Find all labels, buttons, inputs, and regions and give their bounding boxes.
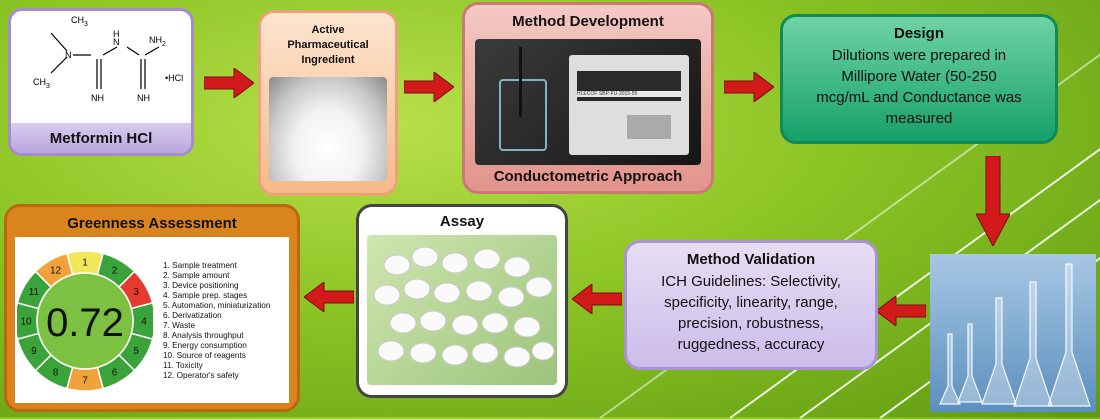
methyl-sub: 3 (84, 21, 88, 28)
score-center (36, 272, 134, 370)
criterion-item: 2. Sample amount (163, 271, 230, 280)
validation-line: specificity, linearity, range, (664, 294, 838, 311)
criterion-item: 12. Operator's safety (163, 371, 239, 380)
design-box: Design Dilutions were prepared in Millip… (780, 14, 1058, 144)
design-line: Millipore Water (50-250 (841, 68, 997, 85)
api-title-line: Ingredient (301, 54, 355, 66)
bridge-h-label: H (113, 29, 120, 39)
criterion-item: 8. Analysis throughput (163, 331, 244, 340)
nh2-label: NH (149, 35, 162, 45)
metformin-title: Metformin HCl (49, 130, 153, 147)
ring-n-label: N (65, 50, 72, 60)
svg-text:CH3: CH3 (33, 77, 50, 90)
assay-box: Assay (356, 204, 568, 398)
agree-segment-label: 1 (82, 258, 88, 269)
api-title-line: Pharmaceutical (287, 39, 369, 51)
metformin-box: CH3 N N H NH2 CH3 NH NH •HCl Metformin H… (8, 8, 194, 156)
criterion-item: 3. Device positioning (163, 281, 239, 290)
assay-title: Assay (439, 213, 485, 230)
design-line: Dilutions were prepared in (831, 47, 1007, 64)
method-development-title: Method Development (512, 13, 664, 30)
svg-text:NH2: NH2 (149, 35, 166, 48)
glassware-image (930, 254, 1096, 412)
arrow-left-icon (304, 282, 354, 312)
arrow-left-icon (572, 284, 622, 314)
criterion-item: 4. Sample prep. stages (163, 291, 248, 300)
svg-text:CH3: CH3 (71, 15, 88, 28)
arrow-right-icon (724, 72, 774, 102)
agree-segment-label: 9 (31, 346, 37, 357)
arrow-left-icon (876, 296, 926, 326)
imine1-label: NH (91, 93, 104, 103)
greenness-score: 0.72 (46, 301, 124, 345)
nh2-sub: 2 (162, 41, 166, 48)
arrow-right-icon (404, 72, 454, 102)
tablets-image (367, 235, 557, 385)
agree-segment-label: 12 (50, 265, 62, 276)
design-title: Design (893, 25, 944, 42)
criterion-item: 1. Sample treatment (163, 261, 237, 270)
method-validation-title: Method Validation (686, 251, 816, 268)
agree-segment-label: 3 (133, 287, 139, 298)
api-title-line: Active (311, 24, 345, 36)
criterion-item: 9. Energy consumption (163, 341, 247, 350)
agree-segment-label: 2 (112, 265, 118, 276)
imine2-label: NH (137, 93, 150, 103)
bridge-n-label: N (113, 37, 120, 47)
validation-line: ruggedness, accuracy (677, 336, 825, 353)
api-box: Active Pharmaceutical Ingredient (258, 10, 398, 196)
criteria-list: 1. Sample treatment 2. Sample amount 3. … (163, 261, 270, 381)
design-line: measured (885, 110, 953, 127)
agree-segment-label: 5 (133, 346, 139, 357)
criterion-item: 10. Source of reagents (163, 351, 246, 360)
design-line: mcg/mL and Conductance was (816, 89, 1022, 106)
criterion-item: 7. Waste (163, 321, 196, 330)
methyl-label: CH (71, 15, 84, 25)
agree-segment-label: 6 (112, 368, 118, 379)
conductometer-image: HLECOF·SBP·FU·2015·55 (475, 39, 701, 165)
agree-segment-label: 7 (82, 376, 88, 387)
criterion-item: 5. Automation, miniaturization (163, 301, 271, 310)
greenness-title: Greenness Assessment (67, 215, 237, 232)
validation-line: ICH Guidelines: Selectivity, (661, 273, 841, 290)
agree-segment-label: 11 (29, 287, 40, 298)
method-validation-box: Method Validation ICH Guidelines: Select… (624, 240, 878, 370)
agree-segment-label: 10 (20, 317, 32, 328)
salt-label: •HCl (165, 73, 183, 83)
powder-image (269, 77, 387, 181)
instrument-label: HLECOF·SBP·FU·2015·55 (577, 91, 681, 97)
validation-line: precision, robustness, (678, 315, 824, 332)
conductometric-approach-label: Conductometric Approach (493, 168, 683, 185)
method-development-box: Method Development HLECOF·SBP·FU·2015·55… (462, 2, 714, 194)
agree-segment-label: 8 (53, 368, 59, 379)
arrow-down-icon (976, 156, 1010, 246)
criterion-item: 11. Toxicity (163, 361, 203, 370)
metformin-structure: CH3 N N H NH2 CH3 NH NH •HCl (33, 15, 183, 103)
agree-segment-label: 4 (141, 317, 147, 328)
criterion-item: 6. Derivatization (163, 311, 222, 320)
arrow-right-icon (204, 68, 254, 98)
